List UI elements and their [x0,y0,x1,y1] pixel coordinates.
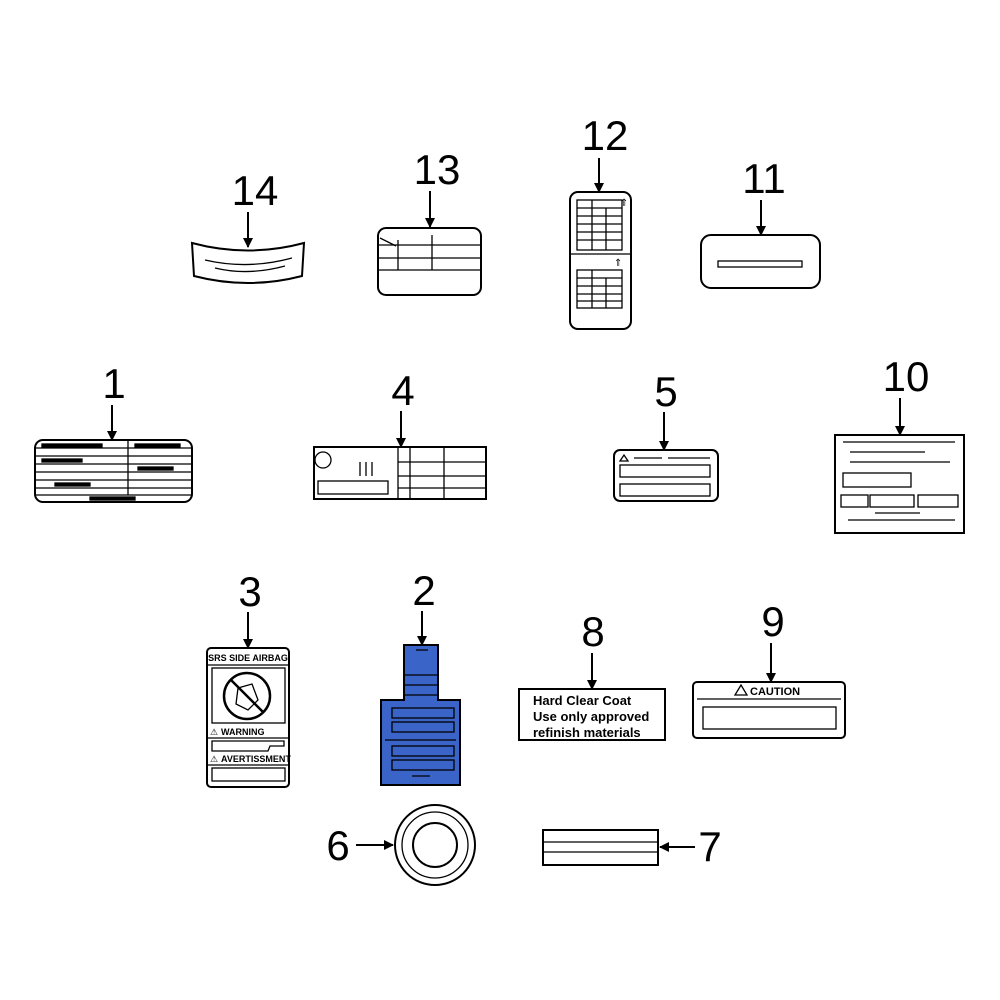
label-2-shape [380,644,461,786]
label-6-ring [401,811,469,879]
label-1-shape [34,439,193,503]
label-3-avertissment: AVERTISSMENT [221,754,291,764]
label-6-inner [412,822,458,868]
label-12-seat-icon: ⇑ [614,258,622,269]
callout-1: 1 [102,360,125,407]
label-12-seat-icon: ⇑ [620,198,628,209]
label-9-caution: CAUTION [750,686,800,698]
child-seat-icon [235,683,259,711]
label-4-table [314,447,486,499]
label-3-warning: WARNING [221,727,265,737]
label-13-shape [377,227,482,296]
callout-13: 13 [414,146,461,193]
label-12-table-bottom [576,269,623,309]
callout-11: 11 [742,155,786,202]
label-10-fields [840,441,959,521]
callout-9: 9 [761,598,784,645]
callout-8: 8 [581,608,604,655]
warning-triangle-icon [733,683,749,696]
warning-triangle-icon: ⚠ [210,728,218,738]
callout-7: 7 [698,823,721,870]
label-7-shape [542,829,659,866]
label-3-pictogram-frame [211,667,286,724]
label-9-field [702,706,837,730]
callout-14: 14 [232,167,279,214]
label-4-shape [313,446,487,500]
label-8-line3: refinish materials [533,725,641,740]
label-5-shape [613,449,719,502]
label-6-shape [394,804,476,886]
label-2-lines [385,649,456,777]
label-14-line [204,257,293,266]
label-14-shape [190,241,306,284]
part-5-label[interactable]: 5 [613,368,719,502]
no-child-seat-icon [222,671,272,721]
label-3-title: SRS SIDE AIRBAG [208,653,288,663]
callout-4: 4 [391,367,414,414]
part-2-label-highlighted[interactable]: 2 [380,567,461,786]
part-8-label[interactable]: 8 Hard Clear Coat Use only approved refi… [518,608,666,741]
label-12-shape [569,191,632,330]
no-child-seat-icon-slash [230,679,264,713]
label-8-line2: Use only approved [533,709,649,724]
label-5-fields [618,453,711,497]
label-13-table [378,235,481,271]
part-14-label[interactable]: 14 [190,167,306,284]
part-10-label[interactable]: 10 [834,353,965,534]
label-8-shape [518,688,666,741]
label-9-shape [692,681,846,739]
label-3-warning-field [211,740,285,752]
callout-12: 12 [582,112,629,159]
part-6-label[interactable]: 6 [326,804,476,886]
callout-3: 3 [238,568,261,615]
label-3-avertissment-field [211,767,286,782]
part-13-label[interactable]: 13 [377,146,482,296]
part-9-label[interactable]: 9 CAUTION [692,598,846,739]
callout-5: 5 [654,368,677,415]
part-11-label[interactable]: 11 [700,155,821,289]
callout-6: 6 [326,822,349,869]
label-8-line1: Hard Clear Coat [533,693,632,708]
part-4-label[interactable]: 4 [313,367,487,500]
part-7-label[interactable]: 7 [542,823,722,870]
label-10-shape [834,434,965,534]
label-12-table-top [576,199,623,251]
warning-triangle-icon: ⚠ [210,755,218,765]
callout-10: 10 [883,353,930,400]
label-3-shape [206,647,290,788]
label-11-bar [717,260,803,268]
label-11-shape [700,234,821,289]
label-14-line [214,265,286,273]
part-12-label[interactable]: 12 ⇑ ⇑ [569,112,632,330]
label-1-lines [35,440,192,501]
part-3-label[interactable]: 3 SRS SIDE AIRBAG ⚠ WARNING ⚠ AVERTISSME… [206,568,291,788]
part-1-label[interactable]: 1 [34,360,193,503]
callout-2: 2 [412,567,435,614]
